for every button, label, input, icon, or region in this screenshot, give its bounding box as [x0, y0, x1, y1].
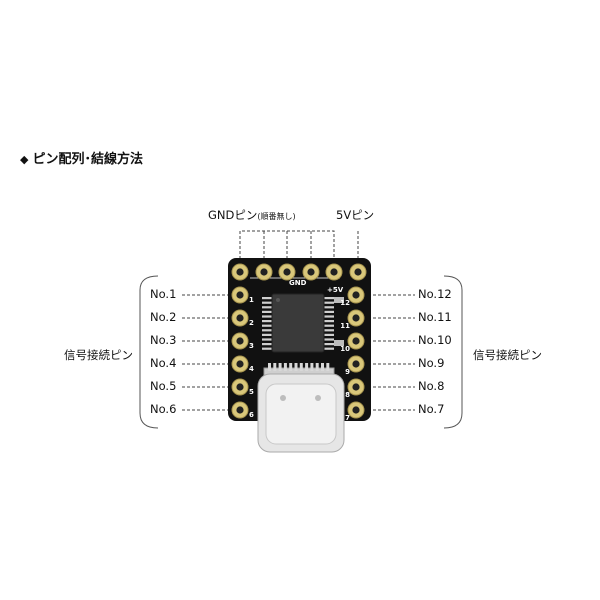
- top-pin-pad: [278, 263, 296, 281]
- silk-right-number: 10: [340, 345, 350, 353]
- right-pin-label-1: No.12: [418, 287, 452, 301]
- usb-c-face: [265, 383, 337, 445]
- ic-chip-dot: [276, 298, 280, 302]
- silk-left-number: 5: [249, 388, 254, 396]
- left-pin-pad: [231, 332, 249, 350]
- smd-component: [334, 297, 344, 303]
- usb-c-connector: [257, 363, 345, 453]
- gnd-pin-note: (順番無し): [257, 212, 296, 221]
- silk-left-number: 6: [249, 411, 254, 419]
- right-pin-label-6: No.7: [418, 402, 445, 416]
- left-pin-label-4: No.4: [150, 356, 177, 370]
- silk-right-number: 12: [340, 299, 350, 307]
- right-pin-label-4: No.9: [418, 356, 445, 370]
- smd-component: [334, 340, 344, 346]
- silk-right-number: 9: [345, 368, 350, 376]
- top-pin-pad: [349, 263, 367, 281]
- right-pin-pad: [347, 286, 365, 304]
- silk-left-number: 1: [249, 296, 254, 304]
- gnd-pin-label-text: GNDピン: [208, 208, 258, 222]
- left-pin-pad: [231, 378, 249, 396]
- right-bracket: [443, 275, 463, 429]
- silk-left-number: 2: [249, 319, 254, 327]
- ic-chip-body: [271, 293, 325, 353]
- silk-5v: +5V: [327, 286, 344, 294]
- right-pin-label-2: No.11: [418, 310, 452, 324]
- left-bracket: [139, 275, 159, 429]
- right-pin-pad: [347, 332, 365, 350]
- pin-leader-lines: [182, 294, 415, 411]
- right-pin-pad: [347, 309, 365, 327]
- section-title: ◆ピン配列･結線方法: [20, 148, 143, 167]
- top-pin-pad: [255, 263, 273, 281]
- ic-chip: [262, 293, 334, 353]
- right-pin-pad: [347, 355, 365, 373]
- top-pin-pad: [325, 263, 343, 281]
- left-pin-pad: [231, 309, 249, 327]
- right-signal-pin-label: 信号接続ピン: [473, 348, 542, 362]
- left-pin-label-5: No.5: [150, 379, 177, 393]
- left-pin-pad: [231, 355, 249, 373]
- 5v-pin-label: 5Vピン: [336, 208, 375, 222]
- silk-left-number: 3: [249, 342, 254, 350]
- left-pin-label-2: No.2: [150, 310, 177, 324]
- right-pin-label-3: No.10: [418, 333, 452, 347]
- section-title-text: ピン配列･結線方法: [32, 152, 143, 167]
- silk-right-number: 11: [340, 322, 350, 330]
- diamond-bullet-icon: ◆: [20, 153, 29, 166]
- gnd-pin-label: GNDピン(順番無し): [208, 207, 296, 223]
- usb-c-tab: [315, 395, 321, 401]
- left-pin-label-1: No.1: [150, 287, 177, 301]
- right-pin-pad: [347, 378, 365, 396]
- top-pin-pad: [302, 263, 320, 281]
- top-pin-pad: [231, 263, 249, 281]
- right-pin-pad: [347, 401, 365, 419]
- left-pin-label-3: No.3: [150, 333, 177, 347]
- silk-right-number: 8: [345, 391, 350, 399]
- left-pin-label-6: No.6: [150, 402, 177, 416]
- silk-left-number: 4: [249, 365, 254, 373]
- left-signal-pin-label: 信号接続ピン: [64, 348, 133, 362]
- silk-gnd: GND: [289, 279, 307, 287]
- pin-pads: [231, 263, 367, 419]
- left-pin-pad: [231, 401, 249, 419]
- left-pin-pad: [231, 286, 249, 304]
- right-pin-label-5: No.8: [418, 379, 445, 393]
- silk-right-number: 7: [345, 414, 350, 422]
- usb-c-tab: [280, 395, 286, 401]
